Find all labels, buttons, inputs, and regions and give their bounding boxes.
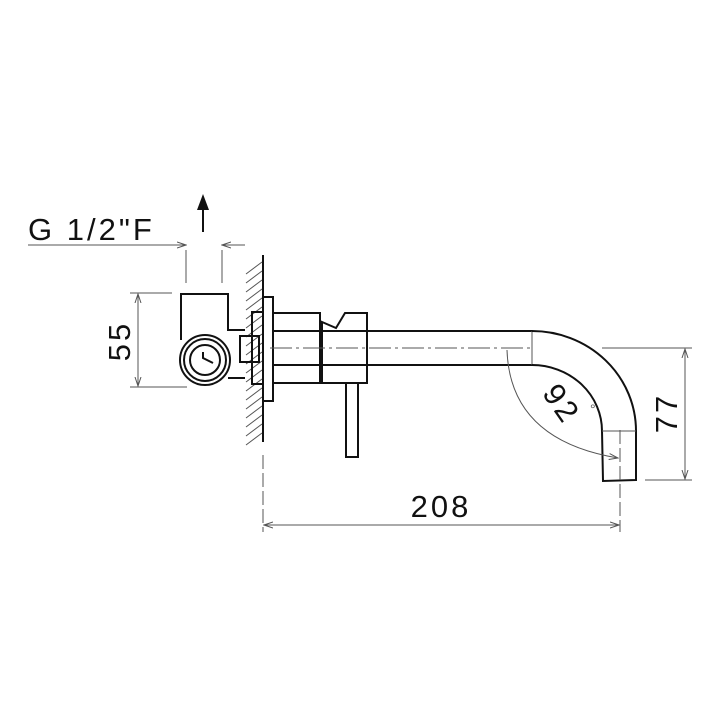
dim-92: 92 <box>536 377 588 430</box>
thread-dimension <box>28 245 245 283</box>
hatch-line <box>245 279 263 293</box>
hatch-line <box>245 405 263 419</box>
spout <box>270 330 637 483</box>
hatch-line <box>245 414 263 428</box>
arrow-up-icon <box>197 194 209 232</box>
hatch-line <box>245 270 263 284</box>
hatch-line <box>245 315 263 329</box>
degree-symbol: ° <box>590 401 596 417</box>
dim-77: 77 <box>649 393 684 433</box>
thread-label: G 1/2"F <box>28 212 155 247</box>
hatch-line <box>245 369 263 383</box>
hatch-line <box>245 261 263 275</box>
drop-dimension: 77 <box>602 347 692 481</box>
mixer-handle <box>272 312 368 458</box>
hatch-line <box>245 297 263 311</box>
projection-dimension: 208 <box>264 430 621 532</box>
height-dimension: 55 <box>102 292 187 388</box>
hatch-line <box>245 396 263 410</box>
hatch-line <box>245 423 263 437</box>
hatch-line <box>245 432 263 446</box>
valve-body <box>179 293 274 402</box>
hatch-line <box>245 288 263 302</box>
dim-208: 208 <box>411 489 472 524</box>
dim-55: 55 <box>102 321 137 361</box>
hatch-line <box>245 387 263 401</box>
wall <box>245 255 264 532</box>
